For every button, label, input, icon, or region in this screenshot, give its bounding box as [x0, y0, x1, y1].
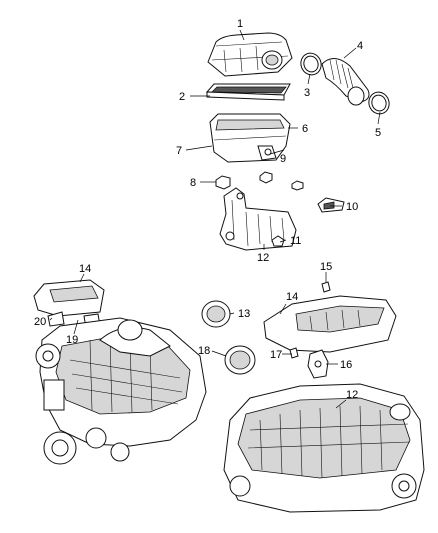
nut-set	[215, 171, 304, 191]
sensor-bracket	[307, 349, 329, 379]
leader-lines	[49, 29, 381, 409]
callout-13: 13	[238, 308, 250, 320]
bracket-clip	[317, 197, 345, 213]
callout-3: 3	[304, 87, 310, 99]
callout-1: 1	[237, 18, 243, 30]
callout-8: 8	[190, 177, 196, 189]
air-filter-element	[205, 83, 291, 101]
callout-20: 20	[34, 316, 46, 328]
callout-10: 10	[346, 201, 358, 213]
intake-hose	[321, 58, 370, 106]
throttle-seal	[201, 300, 231, 328]
callout-17: 17	[270, 349, 282, 361]
callout-12-upper: 12	[257, 252, 269, 264]
resonator-right	[263, 295, 397, 353]
callout-6: 6	[302, 123, 308, 135]
air-cleaner-housing	[209, 113, 291, 163]
callout-4: 4	[357, 40, 363, 52]
callout-labels: 1 2 3 4 5 6 7 8 9 10 11 12 14 15 14 13 2…	[34, 18, 381, 401]
engine-left	[33, 279, 207, 465]
callout-18: 18	[198, 345, 210, 357]
callout-15: 15	[320, 261, 332, 273]
bolt	[321, 281, 331, 293]
callout-9: 9	[280, 153, 286, 165]
callout-14-right: 14	[286, 291, 298, 303]
push-pin-fastener	[271, 235, 285, 247]
callout-11: 11	[290, 235, 301, 247]
hose-clamp-upper	[300, 52, 322, 76]
callout-12-lower: 12	[346, 389, 358, 401]
callout-5: 5	[375, 127, 381, 139]
screw	[289, 347, 299, 359]
callout-19: 19	[66, 334, 78, 346]
air-cleaner-bracket	[219, 187, 297, 251]
hose-clamp-lower	[368, 91, 390, 115]
callout-16: 16	[340, 359, 352, 371]
callout-2: 2	[179, 91, 185, 103]
gasket-ring	[224, 345, 256, 375]
engine-right	[223, 383, 425, 513]
air-cleaner-cover	[207, 32, 293, 77]
callout-14-left: 14	[79, 263, 91, 275]
callout-7: 7	[176, 145, 182, 157]
